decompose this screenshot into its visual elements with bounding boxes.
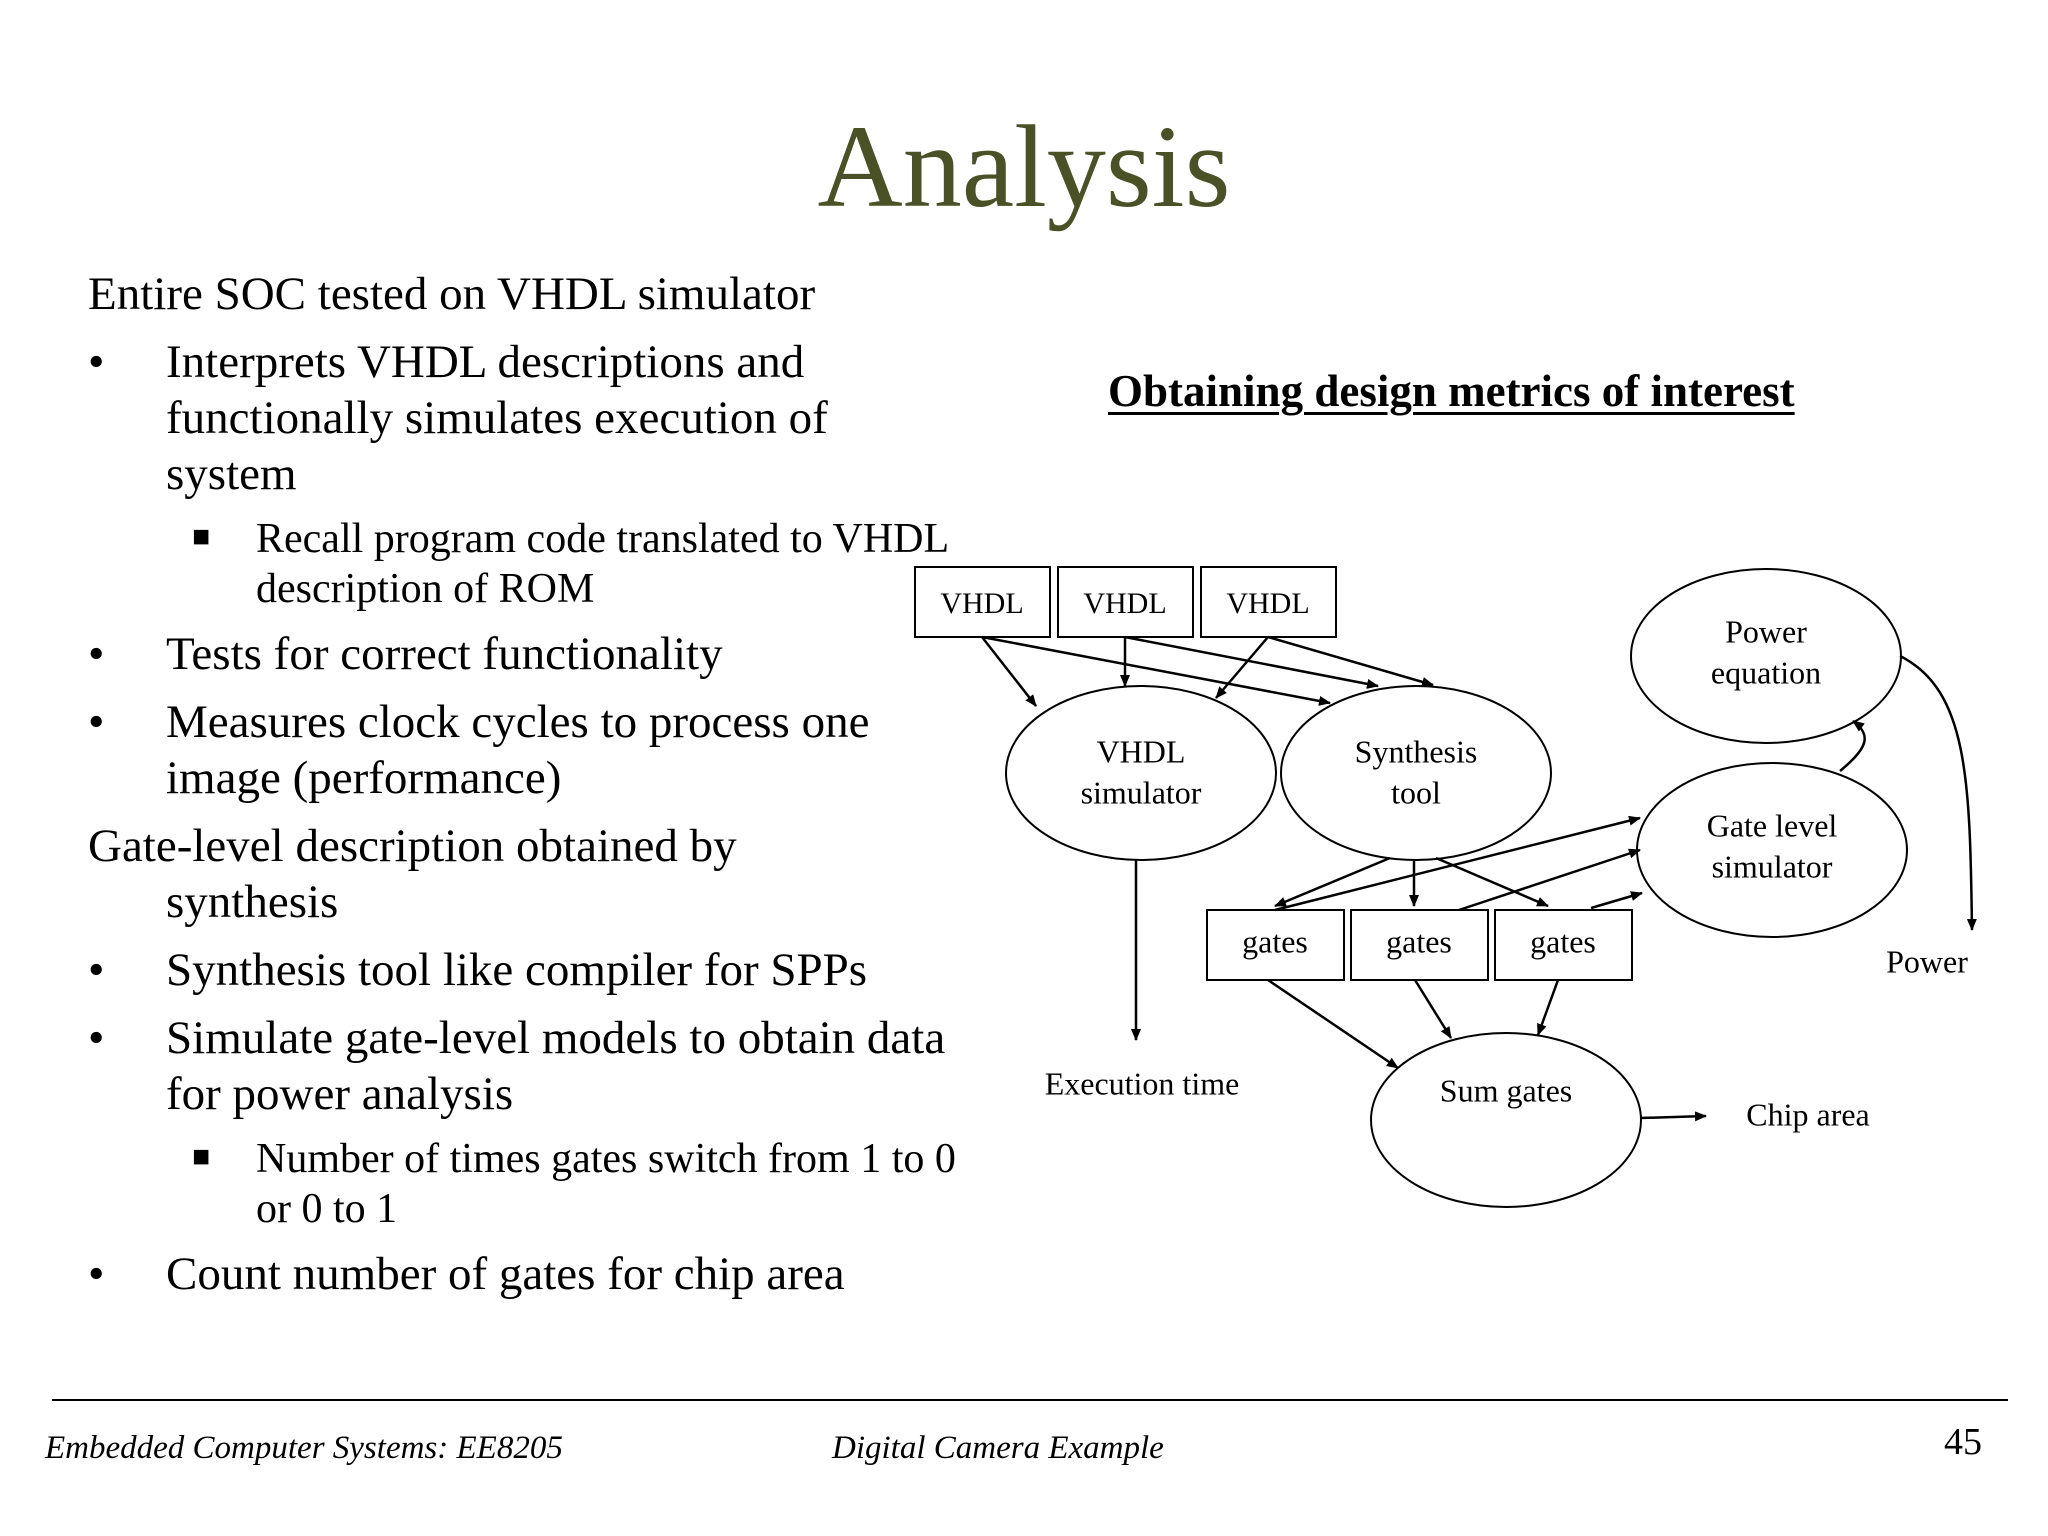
- vhdl-box-label: VHDL: [940, 587, 1023, 620]
- diagram-arrows: [981, 635, 1977, 1122]
- arrow: [1640, 1111, 1707, 1122]
- bullet-continuation: synthesis: [166, 876, 339, 928]
- footer-topic: Digital Camera Example: [832, 1430, 1164, 1466]
- bullet-level0: Entire SOC tested on VHDL simulator: [88, 266, 968, 322]
- gate-level-simulator-label: simulator: [1712, 848, 1833, 884]
- arrow: [1536, 979, 1560, 1036]
- bullet-text: Tests for correct functionality: [166, 628, 723, 680]
- vhdl-box-label: VHDL: [1226, 587, 1309, 620]
- synthesis-tool-label: Synthesis: [1355, 733, 1478, 769]
- bullet-level1: • Measures clock cycles to process one im…: [88, 694, 968, 806]
- bullet-level1: • Interprets VHDL descriptions and functi…: [88, 334, 968, 502]
- bullet-list: Entire SOC tested on VHDL simulator • Int…: [88, 266, 968, 1314]
- bullet-text: Synthesis tool like compiler for SPPs: [166, 944, 868, 996]
- vhdl-box-label: VHDL: [1083, 587, 1166, 620]
- bullet-text: Simulate gate-level models to obtain dat…: [166, 1012, 946, 1120]
- vhdl-simulator-node: VHDL simulator: [1005, 685, 1277, 861]
- power-equation-node: Power equation: [1630, 568, 1902, 744]
- footer-divider: [52, 1399, 2008, 1401]
- vhdl-simulator-label: VHDL: [1097, 733, 1186, 769]
- arrow: [981, 635, 1331, 706]
- bullet-level1: • Simulate gate-level models to obtain da…: [88, 1010, 968, 1122]
- gates-box-label: gates: [1242, 923, 1308, 959]
- slide-title: Analysis: [817, 101, 1231, 232]
- power-equation-label: equation: [1711, 654, 1821, 690]
- arrow: [1267, 635, 1434, 687]
- gates-box: gates: [1494, 909, 1633, 981]
- power-equation-label: Power: [1725, 613, 1807, 649]
- bullet-text: Number of times gates switch from 1 to 0…: [256, 1136, 956, 1232]
- bullet-text: Measures clock cycles to process one ima…: [166, 696, 870, 804]
- arrow: [1458, 848, 1641, 912]
- gate-level-simulator-node: Gate level simulator: [1636, 762, 1908, 938]
- vhdl-box: VHDL: [1057, 566, 1194, 638]
- bullet-level1: • Synthesis tool like compiler for SPPs: [88, 942, 968, 998]
- arrow: [1274, 815, 1641, 912]
- bullet-dot-icon: •: [88, 336, 105, 388]
- bullet-text: Recall program code translated to VHDL d…: [256, 516, 948, 612]
- power-label: Power: [1886, 943, 1968, 979]
- gates-box-label: gates: [1386, 923, 1452, 959]
- square-bullet-icon: ■: [192, 520, 211, 553]
- execution-time-label: Execution time: [1045, 1065, 1240, 1101]
- bullet-text: Interprets VHDL descriptions and functio…: [166, 336, 828, 500]
- arrow: [1124, 635, 1379, 689]
- bullet-level2: ■ Number of times gates switch from 1 to …: [88, 1134, 968, 1234]
- gate-level-simulator-label: Gate level: [1707, 807, 1838, 843]
- footer-course: Embedded Computer Systems: EE8205: [45, 1430, 563, 1466]
- bullet-text: Entire SOC tested on VHDL simulator: [88, 268, 816, 320]
- gates-box: gates: [1206, 909, 1345, 981]
- sum-gates-label: Sum gates: [1440, 1072, 1572, 1108]
- synthesis-tool-label: tool: [1391, 774, 1441, 810]
- arrow: [1899, 654, 1977, 931]
- bullet-level2: ■ Recall program code translated to VHDL …: [88, 514, 968, 614]
- arrow: [1267, 978, 1399, 1070]
- arrow: [1215, 636, 1269, 699]
- bullet-text: Count number of gates for chip area: [166, 1248, 845, 1300]
- arrow: [1590, 891, 1643, 910]
- bullet-dot-icon: •: [88, 1012, 105, 1064]
- vhdl-box: VHDL: [1200, 566, 1337, 638]
- arrow: [981, 636, 1037, 707]
- vhdl-simulator-label: simulator: [1081, 774, 1202, 810]
- synthesis-tool-node: Synthesis tool: [1280, 685, 1552, 861]
- bullet-dot-icon: •: [88, 1248, 105, 1300]
- arrow: [1839, 719, 1866, 772]
- vhdl-box: VHDL: [914, 566, 1051, 638]
- sum-gates-node: Sum gates: [1370, 1032, 1642, 1208]
- bullet-dot-icon: •: [88, 696, 105, 748]
- arrow: [1413, 979, 1453, 1039]
- gates-box-label: gates: [1530, 923, 1596, 959]
- arrow: [1274, 856, 1391, 908]
- page-number: 45: [1944, 1421, 1982, 1463]
- square-bullet-icon: ■: [192, 1140, 211, 1173]
- bullet-dot-icon: •: [88, 628, 105, 680]
- bullet-level1: • Count number of gates for chip area: [88, 1246, 968, 1302]
- chip-area-label: Chip area: [1746, 1096, 1870, 1132]
- bullet-level1: • Tests for correct functionality: [88, 626, 968, 682]
- bullet-text: Gate-level description obtained by: [88, 820, 737, 872]
- diagram-title: Obtaining design metrics of interest: [1108, 366, 1795, 416]
- gates-box: gates: [1350, 909, 1489, 981]
- bullet-dot-icon: •: [88, 944, 105, 996]
